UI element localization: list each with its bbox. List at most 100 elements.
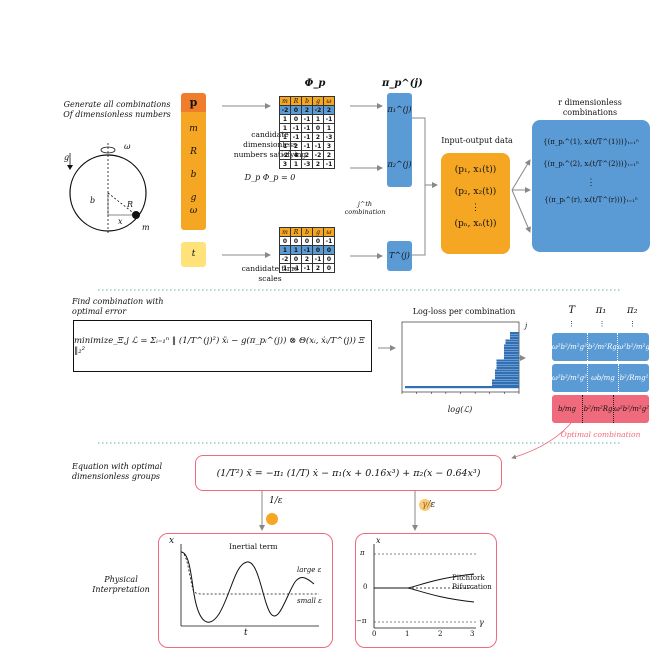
logloss-bar xyxy=(496,362,519,365)
matrix-cell: -1 xyxy=(301,114,313,124)
r-row-2: {(π_pᵢ^(2), xᵢ(t/T^(2)))}ᵢ₌₁ⁿ xyxy=(543,160,639,168)
r-combinations-box: {(π_pᵢ^(1), xᵢ(t/T^(1)))}ᵢ₌₁ⁿ {(π_pᵢ^(2)… xyxy=(532,120,650,252)
matrix-cell: 1 xyxy=(290,245,302,255)
matrix-cell: 2 xyxy=(301,105,313,115)
plot1-x-label: t xyxy=(244,628,248,638)
small-eps-label: small ε xyxy=(297,597,322,605)
one-over-eps: 1/ε xyxy=(269,496,283,506)
large-eps-label: large ε xyxy=(297,566,322,574)
matrix-cell: -1 xyxy=(301,245,313,255)
xtick-2: 2 xyxy=(438,630,443,638)
matrix-cell: -1 xyxy=(312,254,324,264)
logloss-bar xyxy=(504,354,519,357)
logloss-title: Log-loss per combination xyxy=(412,307,516,316)
data-box: (p₁, x₁(t)) (p₂, x₂(t)) ⋮ (pₙ, xₙ(t)) xyxy=(441,153,510,254)
matrix-cell: 2 xyxy=(301,150,313,160)
matrix-cell: 0 xyxy=(323,263,335,273)
table-vdots: ⋮⋮⋮ xyxy=(567,320,637,328)
param-R: R xyxy=(190,147,197,157)
matrix-cell: -2 xyxy=(279,254,291,264)
logloss-bar xyxy=(495,372,519,375)
logloss-bar xyxy=(510,337,519,340)
matrix-cell: 0 xyxy=(290,236,302,246)
omega-label: ω xyxy=(124,142,131,151)
optimal-label: Optimal combination xyxy=(560,430,641,439)
pi-vector-box: π₁^(j) π₂^(j) xyxy=(387,93,412,187)
matrix-cell: -3 xyxy=(323,132,335,142)
r-row-dots: ⋮ xyxy=(586,178,596,188)
matrix-cell: 1 xyxy=(279,245,291,255)
logloss-bar xyxy=(510,334,519,337)
matrix-cell: 0 xyxy=(312,236,324,246)
col-pi2: π₂ xyxy=(627,305,638,316)
pendulum-diagram xyxy=(67,143,147,235)
cell-2-T: ω²b²/m²g² xyxy=(552,364,588,392)
matrix-cell: 1 xyxy=(279,123,291,133)
matrix-cell: 0 xyxy=(312,123,324,133)
matrix-cell: -1 xyxy=(323,236,335,246)
candidate-time-label: candidate time scales xyxy=(241,264,299,283)
T-box: T^(j) xyxy=(387,241,412,271)
matrix-cell: -3 xyxy=(301,159,313,169)
matrix-header-1: R xyxy=(290,96,302,106)
gamma-circle xyxy=(419,499,431,511)
param-omega: ω xyxy=(189,206,198,216)
matrix-cell: 2 xyxy=(312,159,324,169)
candidate-dimless-label: candidate dimensionless numbers satisfyi… xyxy=(233,130,307,159)
matrix-header-2: b xyxy=(301,227,313,237)
matrix-cell: 2 xyxy=(301,254,313,264)
ytick-neg-pi: −π xyxy=(356,617,367,625)
logloss-bar xyxy=(496,364,519,367)
matrix-cell: 1 xyxy=(279,132,291,142)
matrix-header-3: g xyxy=(312,96,324,106)
matrix-cell: -1 xyxy=(323,159,335,169)
p-vector-header: p xyxy=(181,93,206,112)
logloss-bar xyxy=(492,382,519,385)
logloss-bar xyxy=(492,379,519,382)
x-label: x xyxy=(118,217,123,226)
matrix-cell: 0 xyxy=(290,105,302,115)
pi2-label: π₂^(j) xyxy=(387,160,412,169)
logloss-bar xyxy=(495,369,519,372)
matrix-cell: -1 xyxy=(301,263,313,273)
logloss-bar xyxy=(496,359,519,362)
logloss-bar xyxy=(504,349,519,352)
matrix-header-4: ω xyxy=(323,227,335,237)
minimize-objective: minimize_Ξ,j ℒ = Σᵢ₌₁ⁿ ‖ (1/T^(j)²) ẍᵢ −… xyxy=(73,320,372,372)
pi-p-label: π_p^(j) xyxy=(382,78,423,89)
table-header: T π₁ π₂ xyxy=(558,305,648,316)
logloss-bar xyxy=(496,367,519,370)
matrix-cell: 3 xyxy=(279,159,291,169)
matrix-header-1: R xyxy=(290,227,302,237)
xtick-3: 3 xyxy=(470,630,475,638)
logloss-bar xyxy=(504,344,519,347)
data-row-1: (p₁, x₁(t)) xyxy=(454,165,497,175)
matrix-cell: 4 xyxy=(290,150,302,160)
cell-2-pi1: ωb/mg xyxy=(588,364,619,392)
matrix-header-4: ω xyxy=(323,96,335,106)
matrix-cell: -2 xyxy=(279,150,291,160)
matrix-cell: 1 xyxy=(279,114,291,124)
logloss-bar xyxy=(405,386,519,389)
eps-circle-1 xyxy=(266,513,278,525)
col-T: T xyxy=(568,305,576,316)
matrix-header-2: b xyxy=(301,96,313,106)
section-generate: Generate all combinations Of dimensionle… xyxy=(63,100,171,119)
R-label: R xyxy=(127,200,134,209)
matrix-cell: -1 xyxy=(301,123,313,133)
matrix-cell: -1 xyxy=(290,132,302,142)
pitchfork-label: Pitchfork Bifurcation xyxy=(452,574,492,591)
matrix-header-3: g xyxy=(312,227,324,237)
matrix-cell: -2 xyxy=(312,150,324,160)
equation-text: (1/T²) ẍ = −π₁ (1/T) ẋ − π₁(x + 0.16x³) … xyxy=(216,467,481,479)
cell-1-pi2: ω²b²/m²g² xyxy=(617,343,653,351)
cell-3-pi2: ω²b²/m²g² xyxy=(614,405,650,413)
